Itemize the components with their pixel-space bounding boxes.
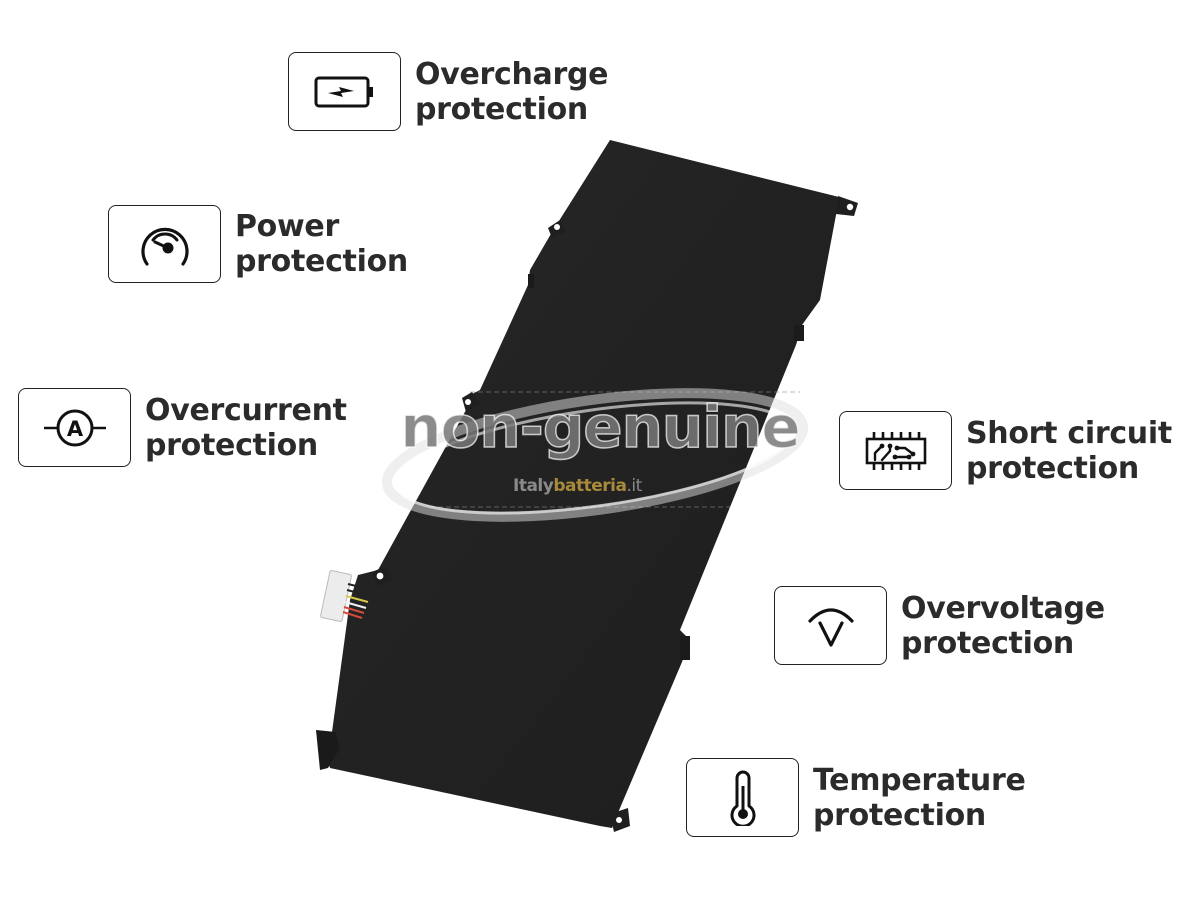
ammeter-icon: A: [43, 409, 106, 446]
temperature-icon-box: [686, 758, 799, 837]
overcharge-icon-box: [288, 52, 401, 131]
overvoltage-icon-box: [774, 586, 887, 665]
svg-text:A: A: [66, 417, 83, 441]
battery-bolt-icon: [314, 76, 373, 107]
short-circuit-icon-box: [839, 411, 952, 490]
watermark: non-genuine Italybatteria.it: [395, 392, 805, 496]
feature-power: Power protection: [108, 205, 408, 283]
overcurrent-icon-box: A: [18, 388, 131, 467]
power-label: Power protection: [235, 209, 408, 279]
short-circuit-label: Short circuit protection: [966, 415, 1172, 486]
overcurrent-label: Overcurrent protection: [145, 392, 347, 463]
feature-overcharge: Overcharge protection: [288, 52, 609, 131]
circuit-chip-icon: [865, 431, 926, 470]
watermark-text: non-genuine: [400, 392, 802, 462]
voltmeter-icon: [807, 607, 854, 647]
feature-temperature: Temperature protection: [686, 758, 1026, 837]
overvoltage-label: Overvoltage protection: [901, 590, 1105, 661]
thermometer-icon: [730, 770, 755, 826]
feature-overcurrent: A Overcurrent protection: [18, 388, 347, 467]
power-icon-box: [108, 205, 221, 283]
overcharge-label: Overcharge protection: [415, 56, 609, 127]
temperature-label: Temperature protection: [813, 762, 1026, 833]
feature-overvoltage: Overvoltage protection: [774, 586, 1105, 665]
gauge-icon: [140, 227, 189, 266]
watermark-brand: Italybatteria.it: [513, 476, 642, 496]
feature-short-circuit: Short circuit protection: [839, 411, 1172, 490]
